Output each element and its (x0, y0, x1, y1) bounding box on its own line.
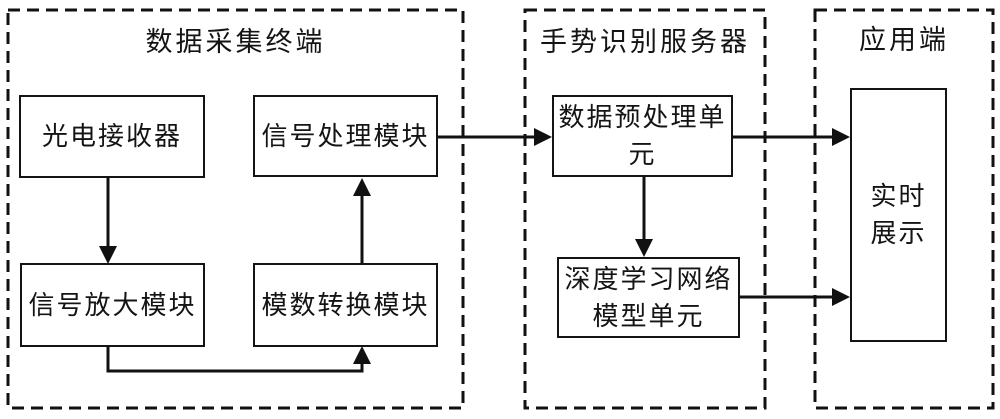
arrow-adc-to-processing (353, 178, 371, 263)
group-border-application-end (813, 8, 995, 410)
arrow-preprocessing-to-display (733, 128, 850, 146)
group-border-gesture-recognition-server (523, 8, 767, 410)
node-signal-processing-module: 信号处理模块 (253, 95, 438, 177)
group-title-gesture-recognition-server: 手势识别服务器 (540, 27, 750, 57)
arrow-model-to-display (740, 288, 850, 306)
arrow-processing-to-preprocessing (438, 128, 552, 146)
node-adc-module: 模数转换模块 (253, 263, 438, 347)
node-photoelectric-receiver: 光电接收器 (19, 95, 205, 178)
node-realtime-display: 实时 展示 (850, 88, 947, 342)
arrow-receiver-to-amplifier (99, 178, 117, 264)
group-title-data-acquisition-terminal: 数据采集终端 (145, 27, 326, 57)
group-title-application-end: 应用端 (859, 25, 949, 55)
group-border-data-acquisition-terminal (6, 8, 465, 410)
node-deep-learning-model-unit: 深度学习网络 模型单元 (557, 257, 740, 338)
node-signal-amplification-module: 信号放大模块 (20, 263, 205, 347)
arrow-preprocessing-to-model (635, 177, 653, 257)
arrow-amplifier-to-adc (106, 346, 371, 373)
node-data-preprocessing-unit: 数据预处理单 元 (552, 95, 733, 177)
